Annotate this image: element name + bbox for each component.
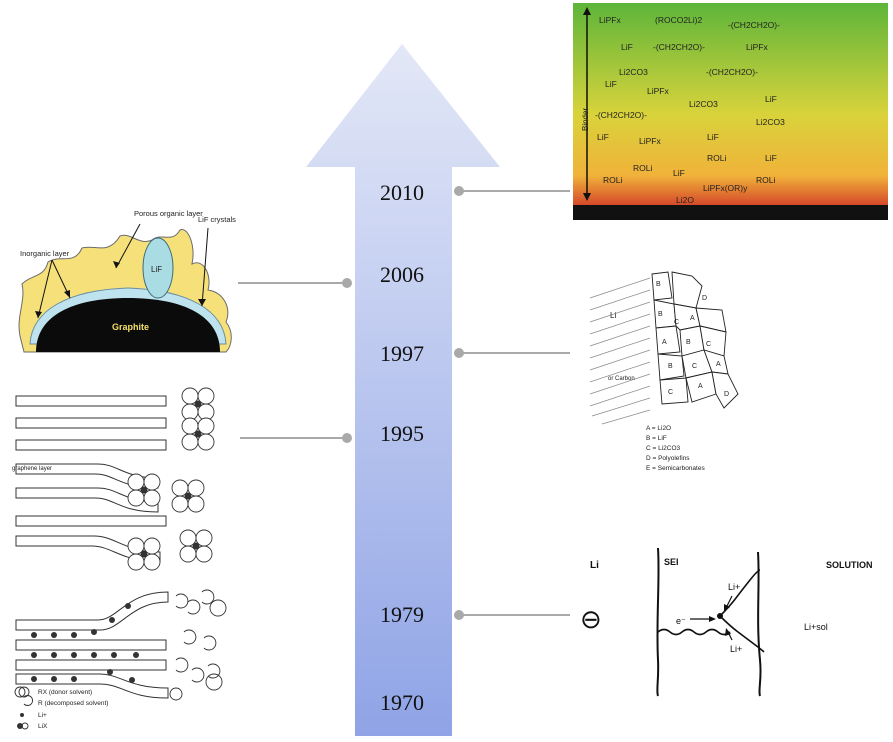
panel-2006-graphite-sei: Graphite LiF Porous organic layer LiF cr…	[18, 209, 236, 353]
li-plus-top: Li+	[728, 582, 740, 592]
sei-label-20: ROLi	[633, 163, 652, 173]
graphene-label: graphene layer	[12, 466, 52, 472]
legend-1995-li: Li+	[38, 712, 47, 719]
grain-letter-5: A	[690, 315, 695, 322]
legend-1997-d: D = Polyolefins	[646, 455, 690, 462]
porous-label-text: Porous organic layer	[134, 209, 203, 218]
year-2006: 2006	[380, 262, 424, 287]
panel-2010-sei-mosaic: Binder LiPFx (ROCO2Li)2 -(CH2CH2O)- LiF …	[573, 3, 888, 220]
grain-letter-3: B	[658, 311, 663, 318]
grain-letter-10: C	[692, 363, 697, 370]
connector-2010	[458, 190, 570, 192]
sei-label-10: LiPFx	[647, 86, 669, 96]
legend-1997-b: B = LiF	[646, 435, 667, 442]
grain-letter-8: A	[662, 339, 667, 346]
grain-letter-9: B	[668, 363, 673, 370]
sei-label-2: (ROCO2Li)2	[655, 15, 703, 25]
year-1995: 1995	[380, 421, 424, 446]
timeline-arrow	[306, 44, 500, 736]
legend-1997-e: E = Semicarbonates	[646, 465, 705, 472]
sei-label-17: LiF	[707, 132, 719, 142]
solution-label: SOLUTION	[826, 560, 873, 570]
connector-2006	[238, 282, 348, 284]
connector-dot-1979	[454, 610, 464, 620]
li-plus-bottom: Li+	[730, 644, 742, 654]
year-1979: 1979	[380, 602, 424, 627]
year-1997: 1997	[380, 341, 424, 366]
panel-1995-graphite-intercalation: graphene layer	[12, 387, 227, 730]
electrode-base	[573, 205, 888, 220]
sei-label-21: ROLi	[603, 175, 622, 185]
porous-label: Porous organic layer	[134, 209, 203, 218]
legend-1995-r: R (decomposed solvent)	[38, 700, 108, 707]
connector-1979	[458, 614, 570, 616]
legend-1995-rx: RX (donor solvent)	[38, 689, 92, 696]
grain-letter-4: C	[674, 319, 679, 326]
li-label: Li	[610, 311, 616, 320]
grain-letter-1: B	[656, 281, 661, 288]
sei-label-12: LiF	[765, 94, 777, 104]
sei-label-24: ROLi	[756, 175, 775, 185]
binder-label: Binder	[581, 108, 590, 131]
grain-letter-12: C	[668, 389, 673, 396]
grain-letter-13: A	[698, 383, 703, 390]
sei-label-11: Li2CO3	[689, 99, 718, 109]
sei-label-23: LiPFx(OR)y	[703, 183, 748, 193]
panel-1997-mosaic-model: Li or Carbon B D B C A B C A B C A C A D…	[589, 271, 739, 472]
inorganic-label: Inorganic layer	[20, 249, 70, 258]
legend-1995-lix: LiX	[38, 723, 48, 730]
lif-crystals-label: LiF crystals	[198, 215, 236, 224]
sei-label-19: LiF	[765, 153, 777, 163]
grain-letter-14: D	[724, 391, 729, 398]
legend-1997-a: A = Li2O	[646, 425, 671, 432]
legend-1997-c: C = Li2CO3	[646, 445, 681, 452]
year-2010: 2010	[380, 180, 424, 205]
sei-label-18: ROLi	[707, 153, 726, 163]
lif-crystal-label: LiF	[151, 265, 162, 274]
lif-crystal	[142, 237, 174, 299]
sei-label-15: LiF	[597, 132, 609, 142]
sei-label-8: -(CH2CH2O)-	[706, 67, 758, 77]
sei-label-9: LiF	[605, 79, 617, 89]
panel-1979-sei-model: Li SEI SOLUTION ⊖ e⁻ Li+ Li+ Li+sol	[580, 547, 873, 697]
carbon-label: or Carbon	[608, 376, 635, 382]
sei-label-1: LiPFx	[599, 15, 621, 25]
grain-letter-6: B	[686, 339, 691, 346]
connector-1995	[240, 437, 348, 439]
grain-letter-11: A	[716, 361, 721, 368]
sei-label-16: LiPFx	[639, 136, 661, 146]
sei-label-4: LiF	[621, 42, 633, 52]
li-sol-label: Li+sol	[804, 622, 828, 632]
connector-dot-2006	[342, 278, 352, 288]
grain-letter-7: C	[706, 341, 711, 348]
connector-dot-2010	[454, 186, 464, 196]
li-electrode-label: Li	[590, 560, 599, 571]
year-1970: 1970	[380, 690, 424, 715]
connector-dot-1995	[342, 433, 352, 443]
sei-label-25: Li2O	[676, 195, 694, 205]
sei-label-7: Li2CO3	[619, 67, 648, 77]
connector-1997	[458, 352, 570, 354]
minus-symbol: ⊖	[580, 604, 602, 634]
sei-label-6: LiPFx	[746, 42, 768, 52]
sei-label: SEI	[664, 557, 679, 567]
sei-label-5: -(CH2CH2O)-	[653, 42, 705, 52]
grain-letter-2: D	[702, 295, 707, 302]
sei-label-14: Li2CO3	[756, 117, 785, 127]
graphite-label: Graphite	[112, 322, 149, 332]
sei-label-13: -(CH2CH2O)-	[595, 110, 647, 120]
sei-label-3: -(CH2CH2O)-	[728, 20, 780, 30]
electron-label: e⁻	[676, 616, 686, 626]
sei-label-22: LiF	[673, 168, 685, 178]
connector-dot-1997	[454, 348, 464, 358]
